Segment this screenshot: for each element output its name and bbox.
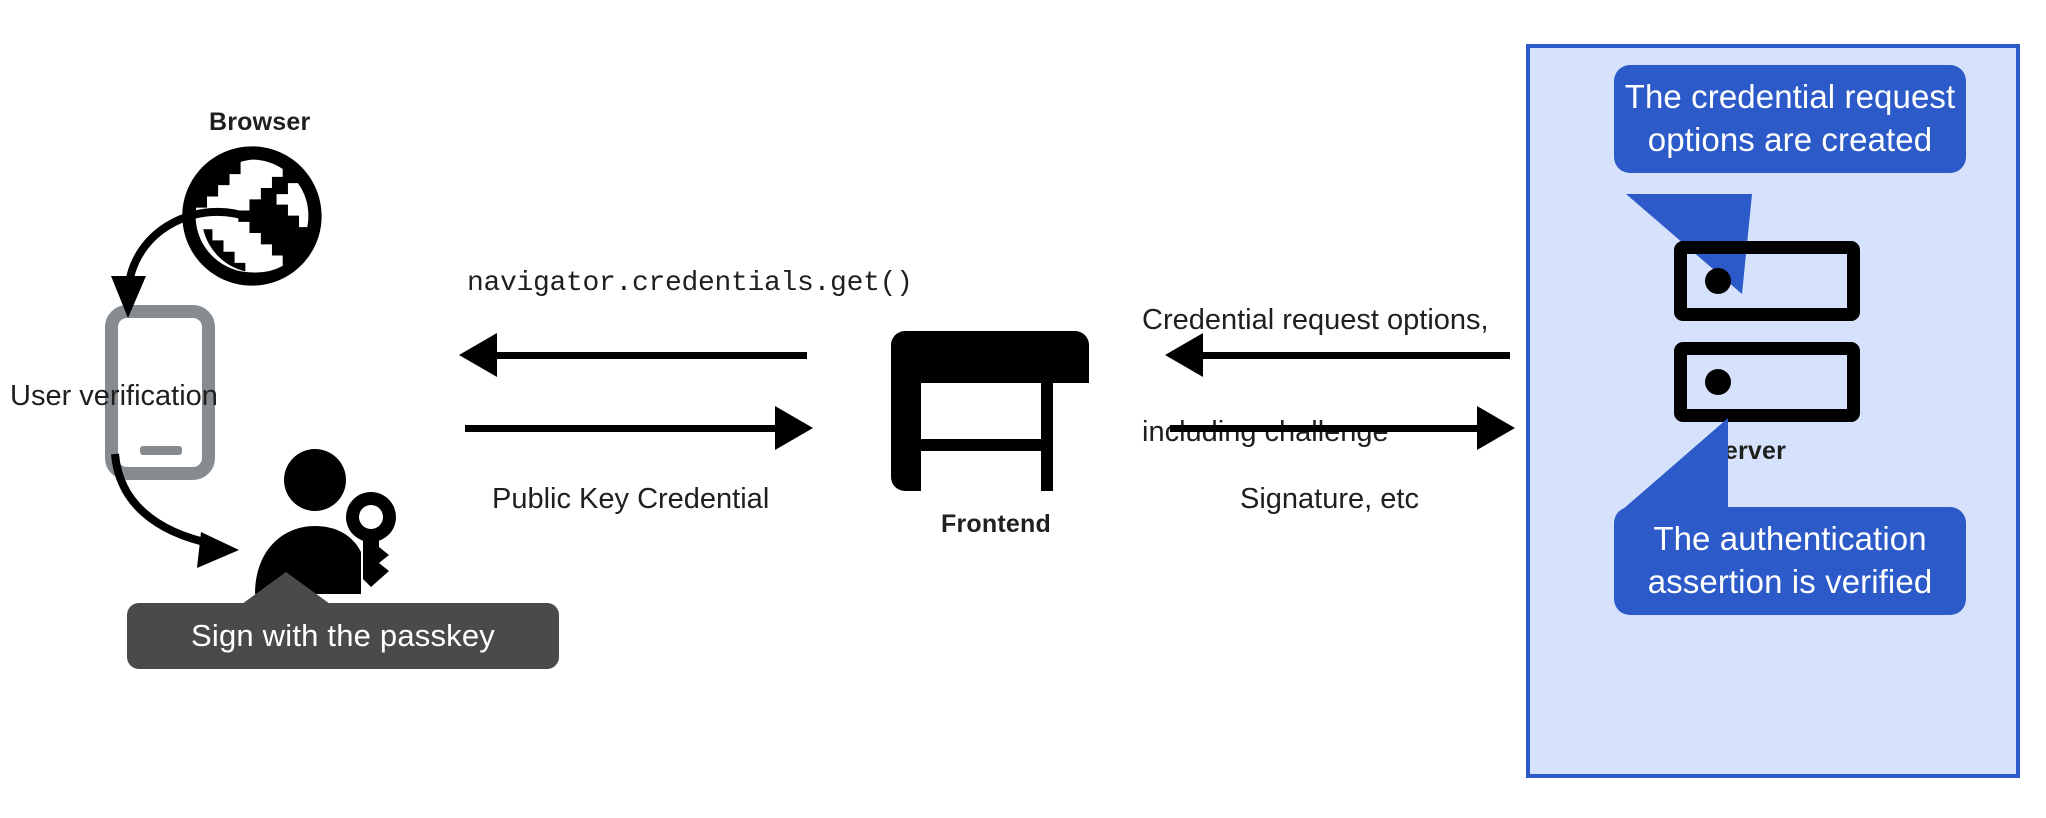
- arrow-browser-to-phone: [111, 207, 252, 318]
- server-rack-led-bottom: [1705, 369, 1731, 395]
- server-top-callout-line2: options are created: [1647, 121, 1933, 158]
- server-top-callout: The credential request options are creat…: [1614, 65, 1966, 173]
- user-verification-label: User verification: [10, 380, 218, 412]
- credential-request-options-line2: including challenge: [1142, 414, 1489, 451]
- server-rack-led-top: [1705, 268, 1731, 294]
- smartphone-home-indicator: [140, 446, 182, 455]
- server-panel: The credential request options are creat…: [1526, 44, 2020, 778]
- frontend-icon-block-right: [1053, 383, 1113, 507]
- web-layout-icon: [891, 331, 1113, 507]
- passkey-callout: Sign with the passkey: [127, 603, 559, 669]
- navigator-credentials-get-label: navigator.credentials.get(): [467, 268, 913, 299]
- server-rack-icon-bottom: [1674, 342, 1860, 422]
- frontend-label: Frontend: [941, 510, 1051, 538]
- bottom-callout-tail: [1622, 418, 1728, 510]
- server-bottom-callout-line2: assertion is verified: [1647, 563, 1933, 600]
- signature-etc-label: Signature, etc: [1240, 483, 1419, 515]
- frontend-icon-block-bottom-left: [921, 451, 1041, 507]
- credential-request-options-line1: Credential request options,: [1142, 304, 1489, 337]
- server-bottom-callout-line1: The authentication: [1653, 520, 1927, 558]
- frontend-icon-block-top-left: [921, 383, 1041, 439]
- arrow-phone-to-user: [111, 453, 239, 568]
- browser-label: Browser: [209, 108, 311, 136]
- server-rack-icon-top: [1674, 241, 1860, 321]
- server-bottom-callout: The authentication assertion is verified: [1614, 507, 1966, 615]
- smartphone-icon: [105, 305, 215, 480]
- globe-icon: [176, 140, 328, 292]
- passkey-callout-tail: [242, 572, 330, 604]
- server-top-callout-line1: The credential request: [1624, 78, 1956, 116]
- public-key-credential-label: Public Key Credential: [492, 483, 770, 515]
